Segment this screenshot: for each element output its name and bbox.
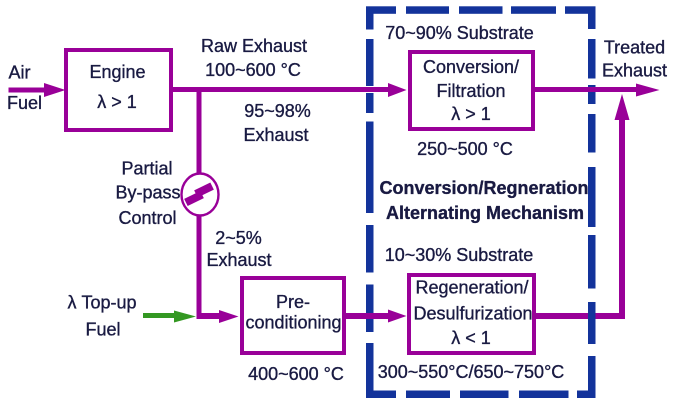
svg-text:λ Top-up: λ Top-up <box>67 293 136 313</box>
svg-text:λ > 1: λ > 1 <box>451 104 491 124</box>
svg-text:Fuel: Fuel <box>85 320 120 340</box>
svg-text:250~500 °C: 250~500 °C <box>417 139 513 159</box>
svg-text:Conversion/: Conversion/ <box>423 57 519 77</box>
svg-text:2~5%: 2~5% <box>215 228 262 248</box>
svg-text:Partial: Partial <box>121 159 172 179</box>
svg-text:λ > 1: λ > 1 <box>97 92 137 112</box>
svg-text:10~30% Substrate: 10~30% Substrate <box>385 245 534 265</box>
svg-text:By-pass: By-pass <box>115 183 180 203</box>
svg-text:Treated: Treated <box>604 38 665 58</box>
svg-text:Conversion/Regneration: Conversion/Regneration <box>379 178 588 198</box>
svg-text:Regeneration/: Regeneration/ <box>415 278 528 298</box>
svg-text:300~550°C/650~750°C: 300~550°C/650~750°C <box>378 362 565 382</box>
svg-text:Fuel: Fuel <box>7 93 42 113</box>
svg-text:100~600 °C: 100~600 °C <box>205 60 301 80</box>
svg-text:conditioning: conditioning <box>245 313 341 333</box>
svg-text:Desulfurization: Desulfurization <box>413 304 532 324</box>
svg-text:70~90% Substrate: 70~90% Substrate <box>385 23 534 43</box>
svg-text:95~98%: 95~98% <box>244 101 311 121</box>
svg-text:Exhaust: Exhaust <box>602 60 667 80</box>
svg-text:Raw Exhaust: Raw Exhaust <box>201 36 307 56</box>
svg-text:Alternating Mechanism: Alternating Mechanism <box>386 203 584 223</box>
svg-text:Exhaust: Exhaust <box>206 250 271 270</box>
svg-text:λ < 1: λ < 1 <box>451 328 491 348</box>
svg-text:Air: Air <box>9 63 31 83</box>
svg-text:400~600 °C: 400~600 °C <box>248 364 344 384</box>
svg-text:Pre-: Pre- <box>276 292 310 312</box>
svg-text:Exhaust: Exhaust <box>243 125 308 145</box>
svg-text:Filtration: Filtration <box>436 81 505 101</box>
svg-text:Engine: Engine <box>89 62 145 82</box>
svg-text:Control: Control <box>118 208 176 228</box>
